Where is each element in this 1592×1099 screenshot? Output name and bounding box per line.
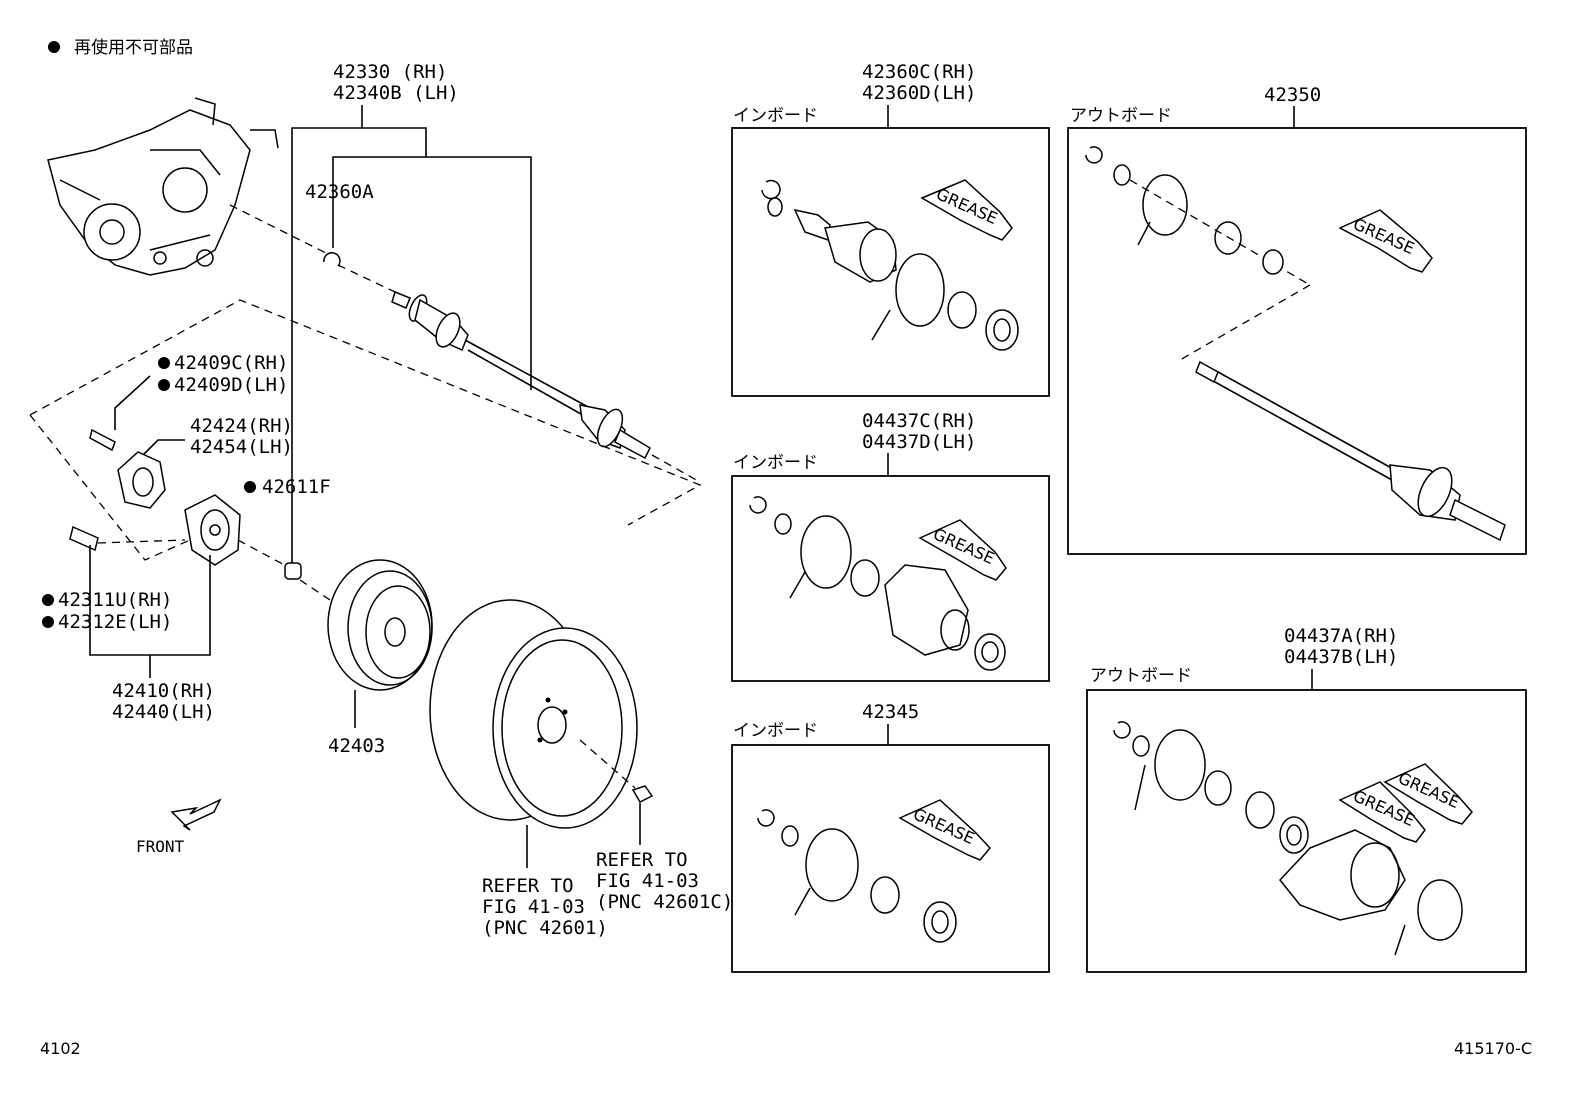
label-42311U: 42311U(RH) (58, 589, 172, 611)
label-42350: 42350 (1264, 84, 1321, 106)
brake-drum: 42403 (327, 559, 433, 757)
ref-nut-line3: (PNC 42601C) (596, 891, 733, 913)
box3-parts: GREASE (749, 496, 1007, 671)
hub-parts: 42409C(RH) 42409D(LH) 42424(RH) 42454(LH… (42, 352, 346, 723)
front-arrow-icon (170, 798, 222, 831)
ref-wheel-line1: REFER TO (482, 875, 574, 897)
label-42345: 42345 (862, 701, 919, 723)
footer-right-code: 415170-C (1454, 1039, 1532, 1058)
label-42440: 42440(LH) (112, 701, 215, 723)
label-42360C: 42360C(RH) (862, 61, 976, 83)
box3-caption: インボード (733, 453, 818, 473)
footer-left-code: 4102 (40, 1039, 81, 1058)
box1-parts: GREASE (761, 179, 1019, 351)
label-42611F: 42611F (262, 476, 331, 498)
label-42340B: 42340B (LH) (333, 82, 459, 104)
box4-caption: インボード (733, 721, 818, 741)
label-04437A: 04437A(RH) (1284, 625, 1398, 647)
differential-illustration (47, 97, 279, 276)
label-04437D: 04437D(LH) (862, 431, 976, 453)
box2-parts: GREASE (1085, 146, 1506, 542)
label-42360A: 42360A (305, 181, 374, 203)
label-04437C: 04437C(RH) (862, 410, 976, 432)
box-42350 (1067, 127, 1527, 555)
label-42360D: 42360D(LH) (862, 82, 976, 104)
drive-shaft-assembly (323, 252, 701, 483)
label-42409D: 42409D(LH) (174, 374, 288, 396)
box-04437C (731, 475, 1050, 682)
ref-wheel-line2: FIG 41-03 (482, 896, 585, 918)
front-label: FRONT (136, 837, 185, 856)
label-42312E: 42312E(LH) (58, 611, 172, 633)
box-42360C (731, 127, 1050, 397)
box-42345 (731, 744, 1050, 973)
label-42330: 42330 (RH) (333, 61, 447, 83)
legend-text: 再使用不可部品 (74, 37, 193, 58)
legend-marker-icon (48, 41, 60, 53)
box1-caption: インボード (733, 106, 818, 126)
label-42424: 42424(RH) (190, 415, 293, 437)
label-42454: 42454(LH) (190, 436, 293, 458)
label-04437B: 04437B(LH) (1284, 646, 1398, 668)
ref-nut-line1: REFER TO (596, 849, 688, 871)
ref-nut-line2: FIG 41-03 (596, 870, 699, 892)
label-42403: 42403 (328, 735, 385, 757)
box2-caption: アウトボード (1070, 106, 1172, 126)
ref-wheel-line3: (PNC 42601) (482, 917, 608, 939)
box-04437A (1086, 689, 1527, 973)
box4-parts: GREASE (757, 799, 992, 943)
drive-shaft-leader: 42330 (RH) 42340B (LH) 42360A (291, 61, 532, 565)
label-42409C: 42409C(RH) (174, 352, 288, 374)
label-42410: 42410(RH) (112, 680, 215, 702)
box5-parts: GREASE GREASE (1113, 721, 1473, 956)
box5-caption: アウトボード (1090, 666, 1192, 686)
wheel (429, 599, 654, 868)
